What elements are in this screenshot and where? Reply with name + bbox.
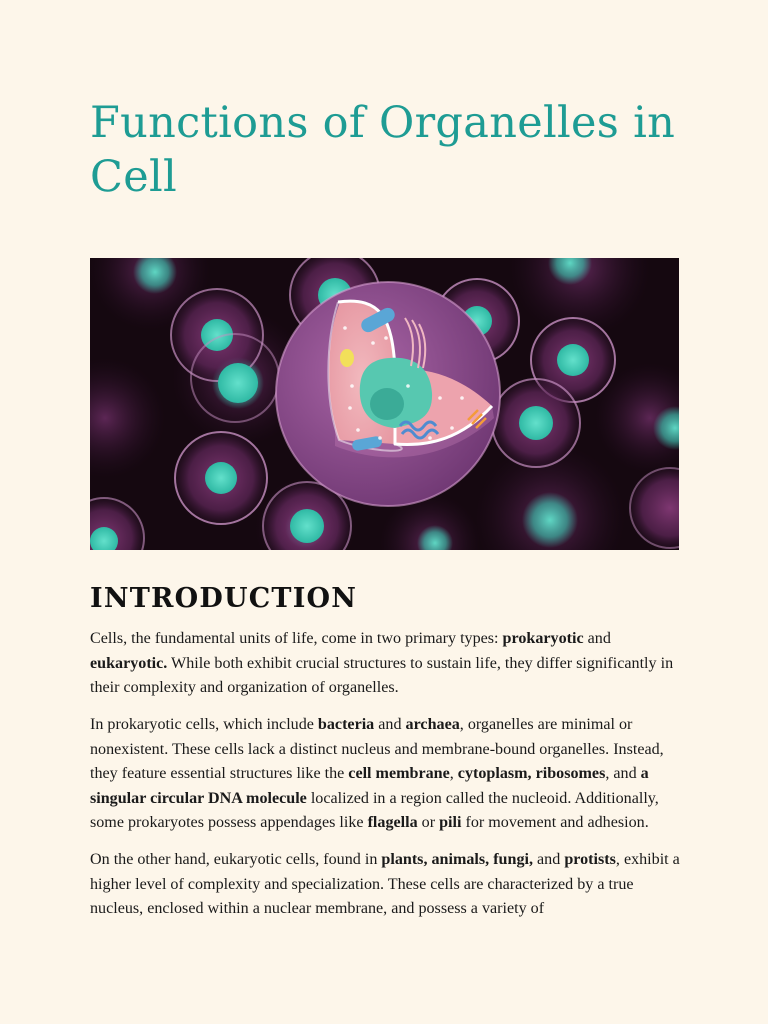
section-heading-introduction: INTRODUCTION: [90, 583, 358, 614]
text-run: or: [417, 814, 440, 831]
page-title: Functions of Organelles in Cell: [90, 98, 676, 202]
bold-term: plants, animals, fungi,: [381, 851, 534, 868]
bold-term: cell membrane: [348, 765, 450, 782]
bold-term: bacteria: [317, 716, 375, 733]
paragraph-2: In prokaryotic cells, which include bact…: [90, 713, 684, 836]
bold-term: cytoplasm,: [457, 765, 532, 782]
text-run: , organelles are minimal or nonexistent.…: [90, 716, 664, 782]
text-run: , exhibit a higher level of complexity a…: [90, 851, 680, 917]
paragraph-1: Cells, the fundamental units of life, co…: [90, 627, 684, 701]
text-run: , and: [605, 765, 641, 782]
bold-term: a singular circular DNA molecule: [90, 765, 649, 807]
text-run: and: [374, 716, 406, 733]
text-run: Cells, the fundamental units of life, co…: [90, 630, 503, 647]
text-run: ,: [449, 765, 458, 782]
paragraph-3: On the other hand, eukaryotic cells, fou…: [90, 848, 684, 922]
main-cell: [275, 281, 501, 507]
text-run: While both exhibit crucial structures to…: [90, 654, 674, 697]
bold-term: eukaryotic.: [90, 654, 168, 672]
introduction-body: Cells, the fundamental units of life, co…: [90, 627, 684, 934]
cell-cross-section-illustration: [90, 258, 679, 550]
text-run: In prokaryotic cells, which include: [90, 716, 318, 733]
bold-term: prokaryotic: [502, 630, 584, 647]
text-run: and: [583, 630, 611, 647]
text-run: and: [533, 851, 565, 868]
bold-term: flagella: [367, 814, 418, 831]
text-run: On the other hand, eukaryotic cells, fou…: [90, 851, 382, 868]
bold-term: ribosomes: [535, 765, 606, 782]
bold-term: archaea: [405, 716, 460, 733]
bold-term: pili: [439, 814, 462, 831]
text-run: localized in a region called the nucleoi…: [90, 789, 659, 832]
bold-term: protists: [564, 851, 616, 868]
text-run: for movement and adhesion.: [461, 814, 649, 831]
